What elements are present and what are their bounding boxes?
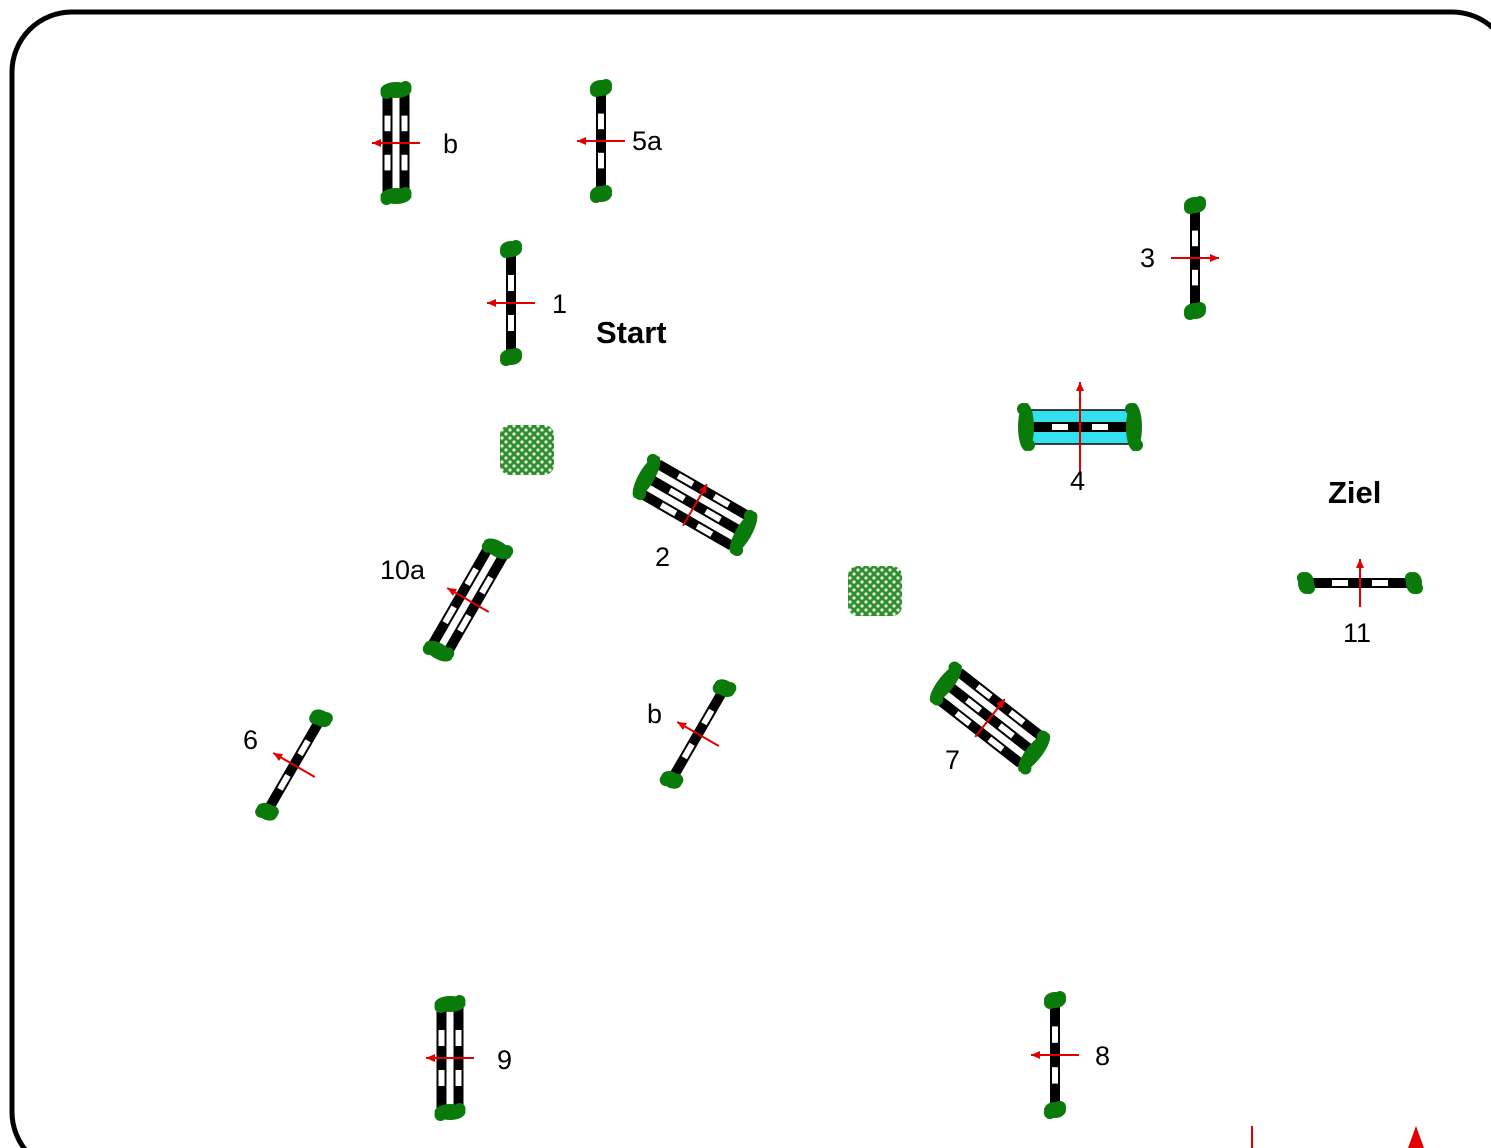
direction-arrow-icon xyxy=(682,483,708,527)
direction-arrow-icon xyxy=(1031,1051,1079,1059)
obstacle-5a xyxy=(577,79,625,203)
obstacle-8 xyxy=(1031,991,1079,1119)
direction-arrow-icon xyxy=(1076,382,1084,472)
obstacle-label-2: 2 xyxy=(655,542,670,572)
obstacle-label-5b: b xyxy=(443,129,458,159)
direction-arrow-icon xyxy=(974,698,1006,738)
obstacle-label-7: 7 xyxy=(945,745,960,775)
obstacle-label-10a: 10a xyxy=(380,555,426,585)
direction-arrow-icon xyxy=(487,299,535,307)
direction-arrow-icon xyxy=(1171,254,1219,262)
obstacle-label-11: 11 xyxy=(1343,618,1371,648)
arena-border xyxy=(9,9,1491,1148)
obstacle-5b xyxy=(372,81,420,205)
obstacle-1 xyxy=(487,240,535,366)
obstacle-3 xyxy=(1171,196,1219,320)
obstacle-label-5a: 5a xyxy=(632,126,663,156)
obstacle-4 xyxy=(1017,382,1143,472)
obstacles-layer xyxy=(255,79,1423,1121)
obstacle-label-8: 8 xyxy=(1095,1041,1110,1071)
obstacle-label-3: 3 xyxy=(1140,243,1155,273)
obstacle-11 xyxy=(1297,559,1423,607)
direction-arrow-icon xyxy=(372,139,420,147)
obstacle-7 xyxy=(929,661,1051,775)
direction-arrow-icon xyxy=(676,721,720,747)
obstacle-label-1: 1 xyxy=(552,289,567,319)
start-label: Start xyxy=(596,315,667,350)
obstacle-9 xyxy=(426,995,474,1121)
direction-arrow-icon xyxy=(446,587,490,613)
direction-arrow-icon xyxy=(1356,559,1364,607)
obstacle-label-4: 4 xyxy=(1070,466,1085,496)
obstacle-2 xyxy=(632,453,758,557)
direction-arrow-icon xyxy=(577,137,625,145)
obstacle-10b xyxy=(659,679,737,789)
finish-label: Ziel xyxy=(1328,475,1381,510)
direction-arrow-icon xyxy=(426,1054,474,1062)
obstacle-10a xyxy=(422,538,514,662)
direction-arrow-icon xyxy=(272,752,316,778)
partial-marker-arrow-icon xyxy=(1408,1126,1424,1148)
obstacle-label-10b: b xyxy=(647,699,662,729)
bush-icon xyxy=(848,566,902,616)
obstacle-label-6: 6 xyxy=(243,725,258,755)
bush-icon xyxy=(500,425,554,475)
obstacle-6 xyxy=(255,709,333,821)
obstacle-label-9: 9 xyxy=(497,1045,512,1075)
